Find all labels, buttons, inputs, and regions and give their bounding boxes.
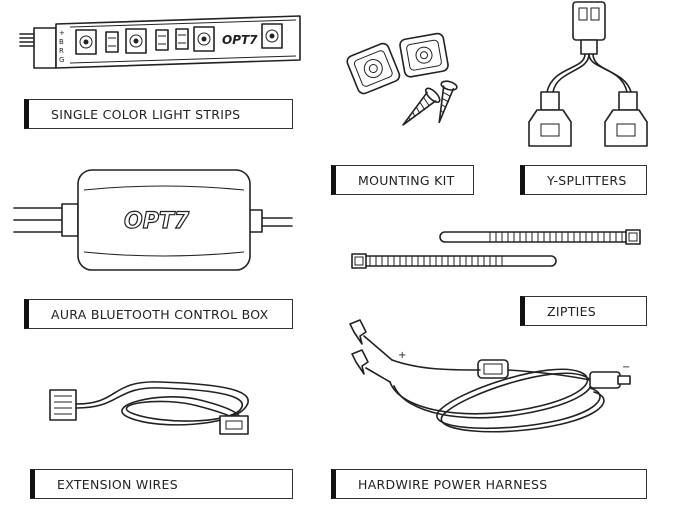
- label-zipties: ZIPTIES: [520, 296, 647, 326]
- label-text: ZIPTIES: [547, 303, 597, 319]
- strip-pin-label: B: [59, 38, 64, 46]
- mounting-kit-illustration: [346, 32, 458, 126]
- label-text: SINGLE COLOR LIGHT STRIPS: [51, 106, 241, 122]
- strip-pin-label: R: [59, 47, 64, 55]
- led-chip: [193, 26, 215, 52]
- label-hardwire-power-harness: HARDWIRE POWER HARNESS: [331, 469, 647, 499]
- label-extension-wires: EXTENSION WIRES: [30, 469, 293, 499]
- label-text: HARDWIRE POWER HARNESS: [358, 476, 548, 492]
- harness-plus-sign: +: [398, 350, 406, 361]
- y-splitter-illustration: [528, 1, 648, 147]
- label-y-splitters: Y-SPLITTERS: [520, 165, 647, 195]
- power-harness-illustration: + −: [349, 319, 631, 433]
- led-chip: [125, 28, 147, 54]
- harness-minus-sign: −: [622, 362, 630, 373]
- label-single-color-light-strips: SINGLE COLOR LIGHT STRIPS: [24, 99, 293, 129]
- strip-logo: OPT7: [222, 33, 258, 47]
- label-mounting-kit: MOUNTING KIT: [331, 165, 474, 195]
- led-chip: [75, 29, 97, 55]
- extension-wires-illustration: [49, 381, 249, 435]
- led-chip: [261, 23, 283, 49]
- label-text: MOUNTING KIT: [358, 172, 455, 188]
- zipties-illustration: [351, 229, 641, 269]
- label-aura-bluetooth-control-box: AURA BLUETOOTH CONTROL BOX: [24, 299, 293, 329]
- strip-pin-label: G: [59, 56, 64, 64]
- label-text: Y-SPLITTERS: [547, 172, 627, 188]
- strip-pin-label: +: [59, 29, 65, 37]
- control-box-logo: OPT7: [124, 209, 190, 234]
- label-text: EXTENSION WIRES: [57, 476, 178, 492]
- control-box-illustration: OPT7: [13, 169, 293, 271]
- label-text: AURA BLUETOOTH CONTROL BOX: [51, 306, 269, 322]
- light-strip-illustration: OPT7 + B R G: [19, 15, 301, 69]
